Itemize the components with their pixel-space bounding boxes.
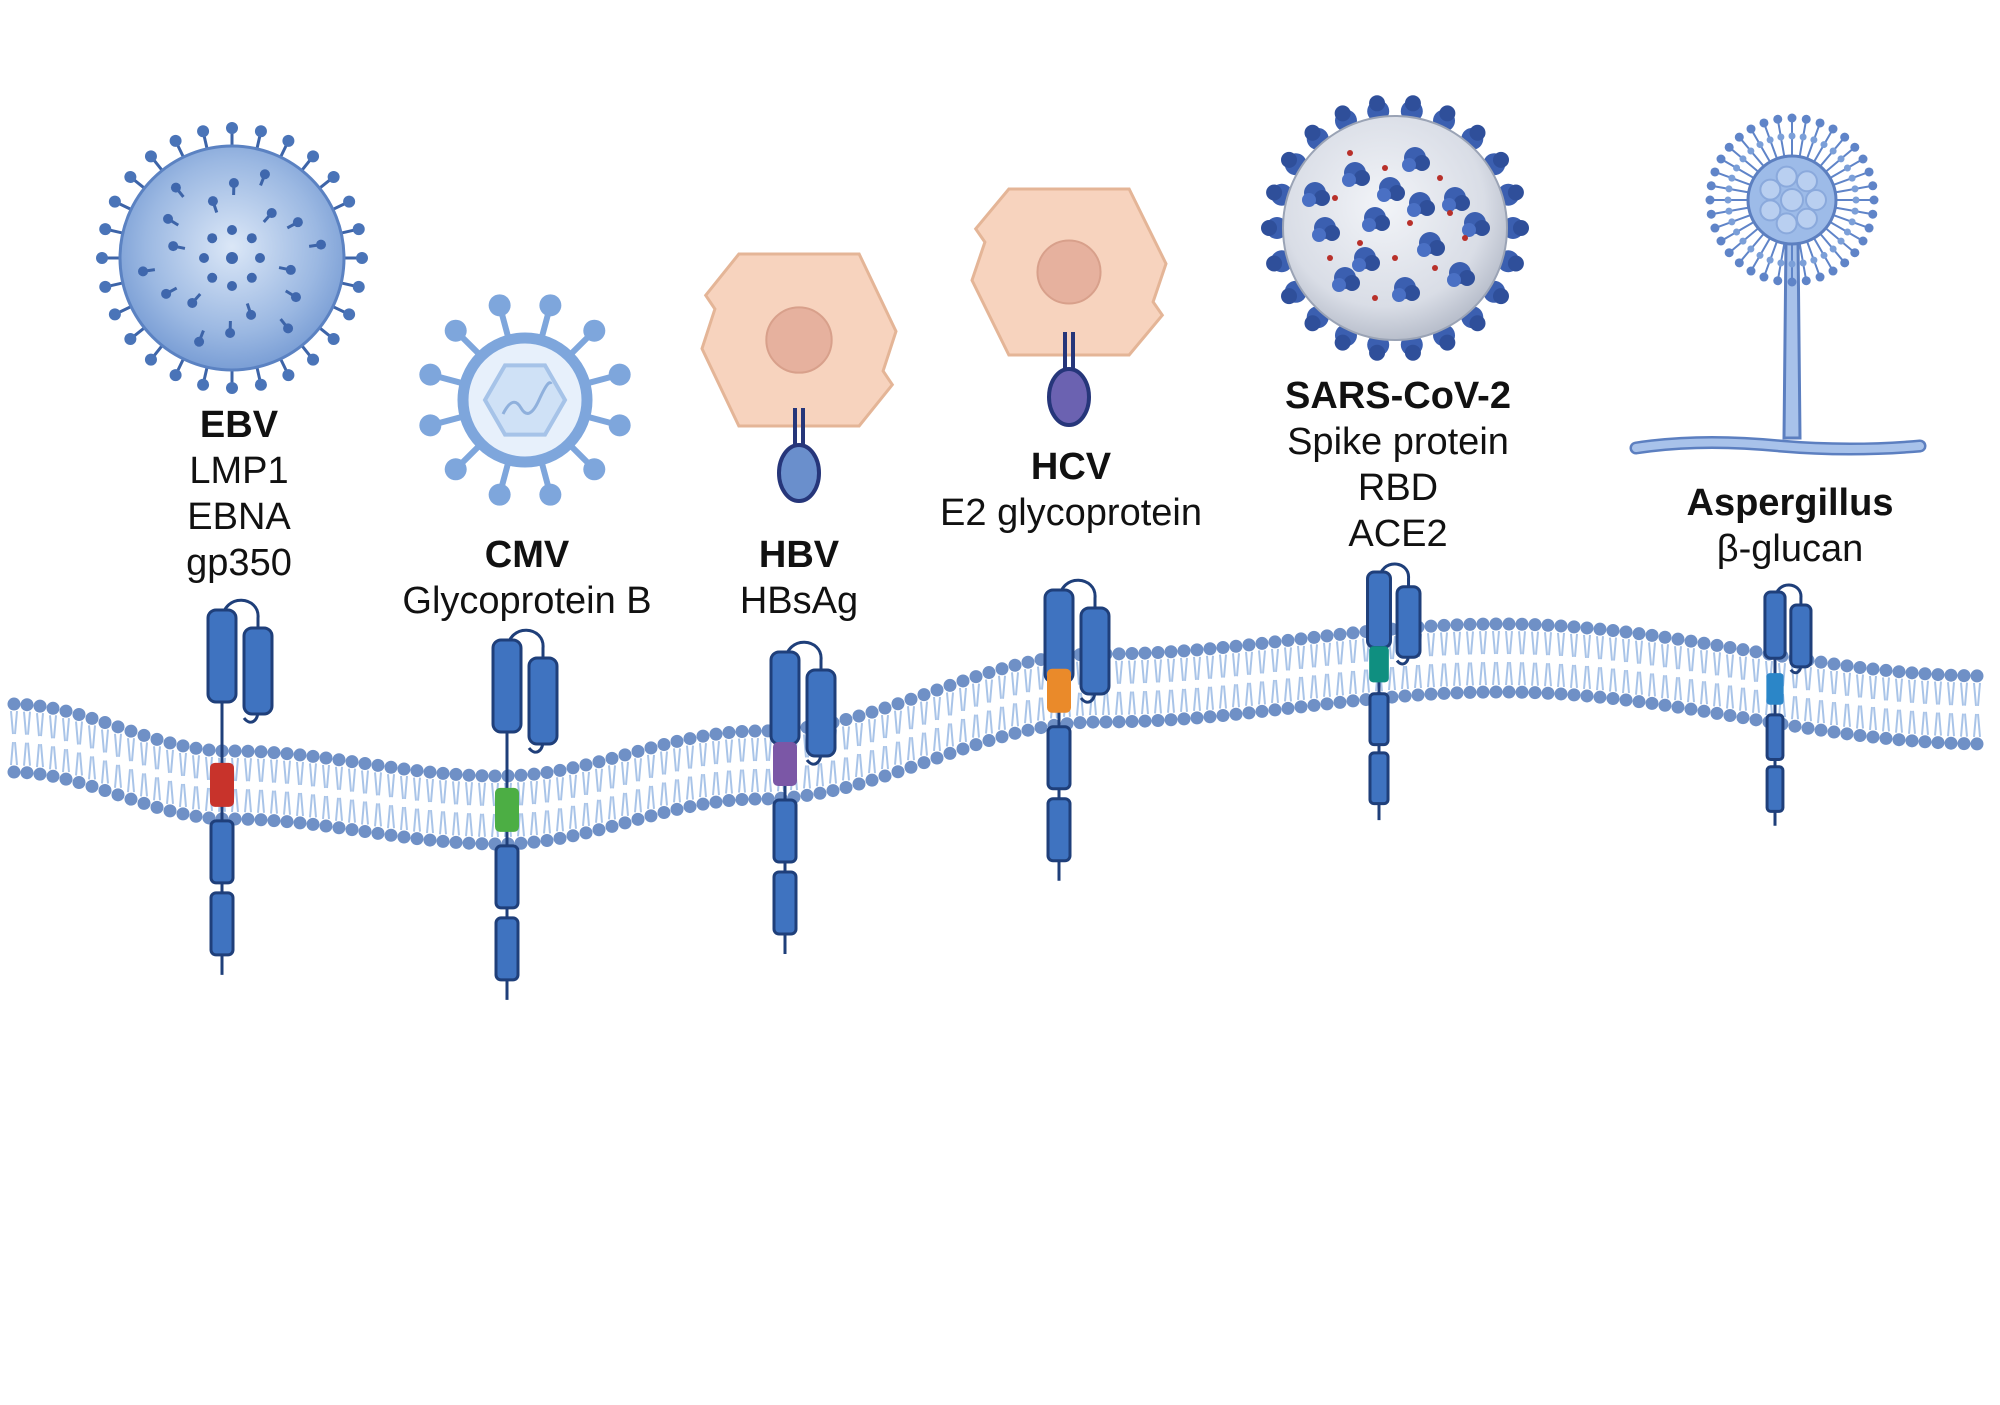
signaling-domain: [1767, 715, 1783, 760]
signaling-domain: [211, 821, 233, 883]
label-ebv: EBV LMP1 EBNA gp350: [186, 402, 292, 586]
signaling-domain: [1370, 753, 1388, 804]
costimulatory-domain: [773, 742, 797, 786]
scfv-domain: [771, 652, 799, 744]
label-cmv: CMV Glycoprotein B: [402, 532, 651, 624]
pathogen-name: HBV: [740, 532, 858, 578]
scfv-domain: [807, 670, 835, 756]
antigen-label: E2 glycoprotein: [940, 490, 1202, 536]
signaling-domain: [211, 893, 233, 955]
signaling-domain: [1048, 799, 1070, 861]
cell-membrane: [8, 618, 1984, 851]
antigen-label: gp350: [186, 540, 292, 586]
signaling-domain: [1767, 767, 1783, 812]
coronavirus-icon: [1261, 95, 1529, 360]
scfv-domain: [1368, 572, 1391, 647]
infected-hepatocyte-icon: [972, 189, 1166, 355]
pathogen-name: EBV: [186, 402, 292, 448]
scfv-domain: [1045, 590, 1073, 682]
antigen-label: RBD: [1285, 465, 1511, 511]
cmv-virus-icon: [419, 294, 630, 505]
antigen-label: LMP1: [186, 448, 292, 494]
signaling-domain: [496, 918, 518, 980]
pathogen-name: HCV: [940, 444, 1202, 490]
scfv-domain: [208, 610, 236, 702]
scfv-domain: [1081, 608, 1109, 694]
label-sars: SARS-CoV-2 Spike protein RBD ACE2: [1285, 373, 1511, 557]
infected-hepatocyte-icon: [702, 254, 896, 426]
antigen-label: β-glucan: [1687, 526, 1894, 572]
scfv-domain: [529, 658, 557, 744]
scfv-domain: [1397, 587, 1420, 658]
antigen-label: Spike protein: [1285, 419, 1511, 465]
car-receptor: [1045, 580, 1109, 880]
pathogen-name: SARS-CoV-2: [1285, 373, 1511, 419]
ebv-virus-icon: [96, 122, 368, 394]
costimulatory-domain: [1766, 673, 1783, 705]
signaling-domain: [1370, 694, 1388, 745]
scfv-domain: [1791, 605, 1811, 667]
costimulatory-domain: [1047, 669, 1071, 713]
scfv-domain: [493, 640, 521, 732]
signaling-domain: [774, 800, 796, 862]
pathogen-name: CMV: [402, 532, 651, 578]
costimulatory-domain: [1369, 646, 1389, 682]
scfv-domain: [1765, 592, 1785, 658]
antigen-label: Glycoprotein B: [402, 578, 651, 624]
signaling-domain: [774, 872, 796, 934]
signaling-domain: [1048, 727, 1070, 789]
costimulatory-domain: [210, 763, 234, 807]
label-aspergillus: Aspergillus β-glucan: [1687, 480, 1894, 572]
aspergillus-fungus-icon: [1636, 114, 1920, 450]
pathogen-name: Aspergillus: [1687, 480, 1894, 526]
signaling-domain: [496, 846, 518, 908]
car-receptor: [208, 600, 272, 975]
label-hbv: HBV HBsAg: [740, 532, 858, 624]
scfv-domain: [244, 628, 272, 714]
antigen-label: ACE2: [1285, 511, 1511, 557]
label-hcv: HCV E2 glycoprotein: [940, 444, 1202, 536]
costimulatory-domain: [495, 788, 519, 832]
antigen-label: HBsAg: [740, 578, 858, 624]
antigen-label: EBNA: [186, 494, 292, 540]
